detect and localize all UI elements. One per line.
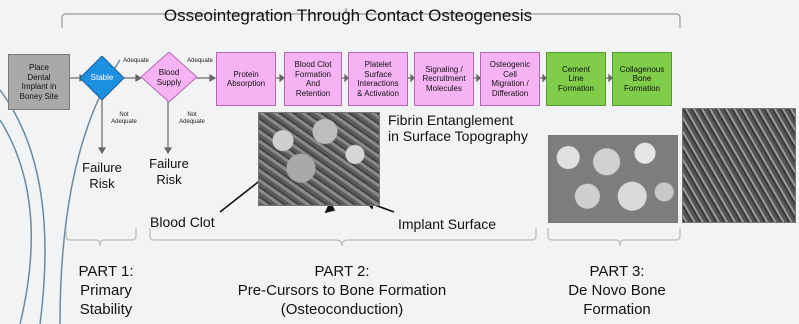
step-cement-line: Cement Line Formation	[546, 52, 606, 106]
bottom-brackets	[66, 228, 680, 246]
step-blood-clot-formation: Blood Clot Formation And Retention	[284, 52, 342, 106]
failure-risk-1: Failure Risk	[70, 160, 134, 192]
implant-surface-annotation: Implant Surface	[398, 216, 496, 232]
step-signaling-molecules-label: Signaling / Recruitment Molecules	[422, 65, 465, 94]
blood-supply-label: Blood Supply	[147, 68, 191, 87]
stable-label: Stable	[82, 73, 122, 83]
step-osteogenic-migration: Osteogenic Cell Migration / Differation	[480, 52, 540, 106]
blood-clot-annotation: Blood Clot	[150, 214, 215, 230]
diagram-title: Osseointegration Through Contact Osteoge…	[148, 6, 548, 26]
step-osteogenic-migration-label: Osteogenic Cell Migration / Differation	[490, 60, 530, 98]
step-signaling-molecules: Signaling / Recruitment Molecules	[414, 52, 474, 106]
step-platelet-interactions: Platelet Surface Interactions & Activati…	[348, 52, 408, 106]
place-implant-box: Place Dental Implant in Boney Site	[8, 54, 70, 110]
place-implant-label: Place Dental Implant in Boney Site	[20, 63, 59, 101]
step-protein-absorption-label: Protein Absorption	[227, 70, 265, 89]
fibrin-annotation: Fibrin Entanglement in Surface Topograph…	[388, 112, 558, 144]
part-2-label: PART 2: Pre-Cursors to Bone Formation (O…	[208, 262, 476, 319]
step-platelet-interactions-label: Platelet Surface Interactions & Activati…	[357, 60, 399, 98]
not-adequate-label-2: Not Adequate	[172, 112, 212, 126]
sem-image-blood-clot	[258, 112, 380, 206]
step-cement-line-label: Cement Line Formation	[558, 65, 594, 94]
adequate-label-2: Adequate	[180, 58, 220, 65]
failure-risk-2: Failure Risk	[137, 156, 201, 188]
step-protein-absorption: Protein Absorption	[216, 52, 276, 106]
step-collagenous-bone-label: Collagenous Bone Formation	[620, 65, 664, 94]
sem-image-cement-line	[548, 135, 678, 223]
part-3-label: PART 3: De Novo Bone Formation	[552, 262, 682, 319]
not-adequate-label-1: Not Adequate	[104, 112, 144, 126]
step-blood-clot-formation-label: Blood Clot Formation And Retention	[295, 60, 332, 98]
adequate-label-1: Adequate	[116, 58, 156, 65]
part-1-label: PART 1: Primary Stability	[56, 262, 156, 319]
step-collagenous-bone: Collagenous Bone Formation	[612, 52, 672, 106]
sem-image-collagenous-bone	[682, 108, 796, 223]
